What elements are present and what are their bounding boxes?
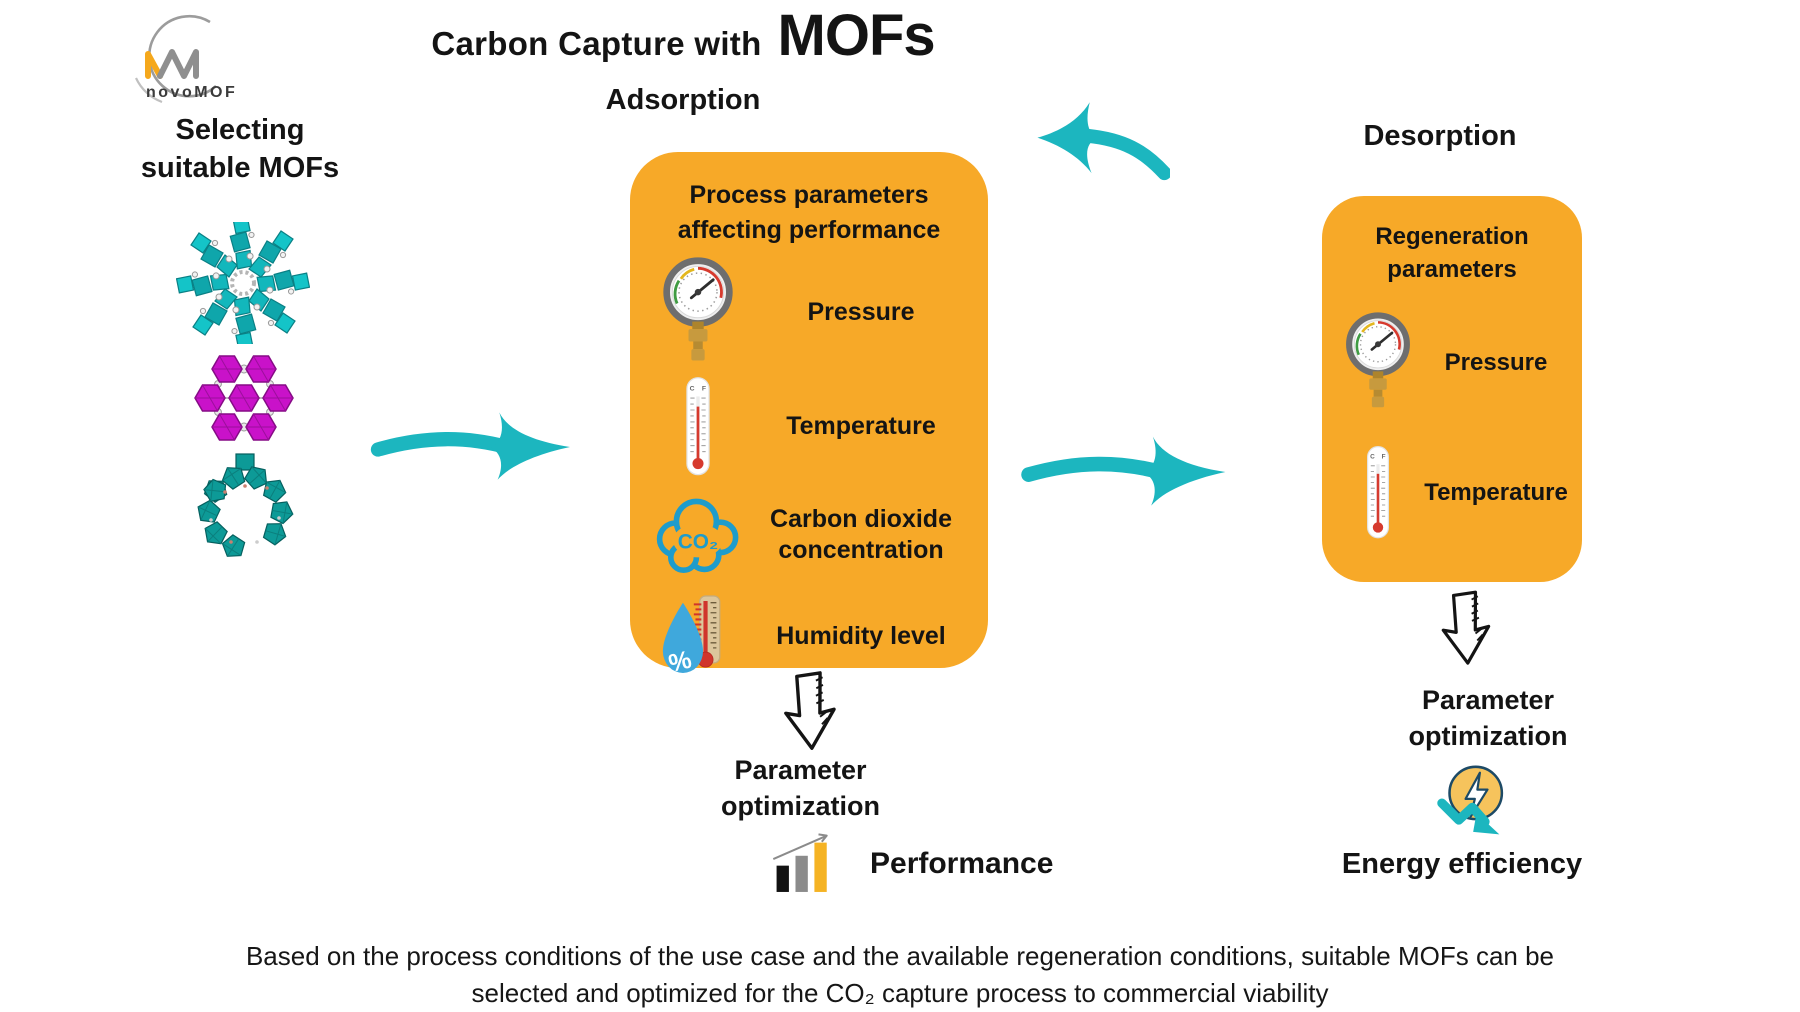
adsorption-card: Process parameters affecting performance…: [630, 152, 988, 668]
teal-pinwheel-mof-structure-icon: [176, 222, 310, 344]
param-label: Pressure: [807, 298, 915, 327]
param-label: Carbon dioxide concentration: [770, 504, 952, 565]
pressure-gauge-icon: [1343, 311, 1413, 416]
title-prefix: Carbon Capture with: [431, 25, 762, 62]
param-label: Humidity level: [776, 622, 946, 651]
param-label: Pressure: [1444, 349, 1548, 377]
step-line1: Parameter: [1421, 685, 1555, 715]
desorption-card-title-line2: parameters: [1387, 256, 1517, 284]
co2-cloud-icon: CO₂: [650, 491, 746, 579]
magenta-hexagonal-mof-structure-icon: [194, 355, 294, 441]
desorption-card: Regeneration parameters Pressure Tempera…: [1322, 196, 1582, 582]
param-label: Temperature: [786, 412, 936, 441]
page-title: Carbon Capture with MOFs: [431, 2, 936, 69]
title-emphasis: MOFs: [777, 3, 936, 68]
adsorption-card-title-line2: affecting performance: [677, 215, 941, 244]
humidity-icon: [660, 591, 736, 683]
desorption-card-title: Regeneration parameters: [1332, 220, 1572, 286]
selection-heading-line1: Selecting: [175, 114, 305, 146]
desorption-heading: Desorption: [1363, 120, 1517, 152]
desorption-to-adsorption-arrow: [1030, 90, 1170, 190]
adsorption-card-title-line1: Process parameters: [689, 181, 929, 209]
thermometer-icon: [1365, 445, 1391, 540]
teal-cluster-mof-structure-icon: [192, 453, 296, 562]
footer-line2: selected and optimized for the CO₂ captu…: [471, 977, 1329, 1008]
performance-outcome: Performance: [770, 828, 1053, 900]
adsorption-card-title: Process parameters affecting performance: [644, 178, 974, 247]
performance-label: Performance: [870, 847, 1054, 880]
param-label: Temperature: [1424, 479, 1568, 507]
footer-caption: Based on the process conditions of the u…: [90, 938, 1710, 1012]
footer-line1: Based on the process conditions of the u…: [245, 941, 1555, 971]
selection-to-adsorption-arrow: [356, 404, 592, 484]
down-arrow-icon: [782, 670, 838, 752]
desorption-step-label: Parameter optimization: [1374, 682, 1602, 755]
adsorption-to-desorption-arrow: [1006, 428, 1248, 510]
energy-efficiency-label: Energy efficiency: [1341, 848, 1583, 880]
step-line2: optimization: [1408, 721, 1568, 752]
param-row-co2: CO₂ Carbon dioxide concentration: [644, 483, 974, 587]
pressure-gauge-icon: [660, 256, 736, 370]
selection-heading-line2: suitable MOFs: [140, 151, 340, 184]
param-row-temperature: Temperature: [1332, 432, 1572, 554]
logo-text: novoMOF: [146, 84, 237, 101]
adsorption-heading: Adsorption: [605, 84, 761, 116]
bar-chart-icon: [772, 833, 828, 893]
step-line2: optimization: [721, 791, 880, 822]
param-row-pressure: Pressure: [1332, 294, 1572, 432]
step-line1: Parameter: [734, 755, 867, 785]
adsorption-step-label: Parameter optimization: [688, 752, 913, 825]
param-row-pressure: Pressure: [644, 255, 974, 371]
energy-efficiency-icon: [1436, 758, 1512, 844]
selection-heading: Selecting suitable MOFs: [90, 112, 390, 187]
param-row-temperature: Temperature: [644, 371, 974, 483]
thermometer-icon: [685, 376, 711, 477]
down-arrow-icon: [1439, 589, 1493, 666]
co2-symbol: CO₂: [678, 531, 718, 554]
desorption-card-title-line1: Regeneration: [1375, 223, 1529, 250]
novomof-logo-icon: novoMOF: [135, 14, 237, 104]
param-row-humidity: Humidity level: [644, 587, 974, 687]
